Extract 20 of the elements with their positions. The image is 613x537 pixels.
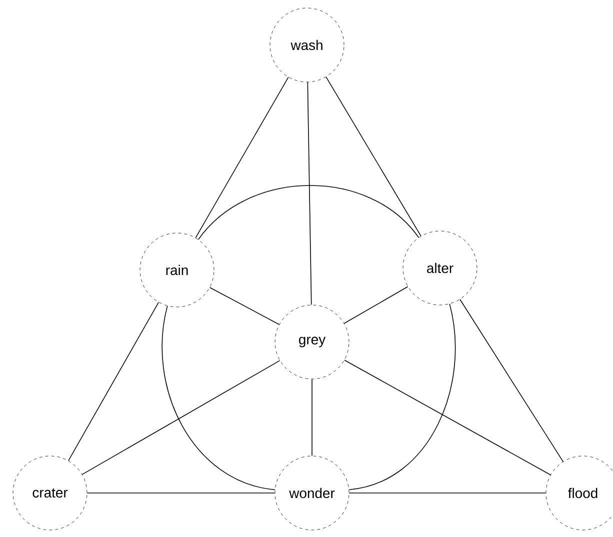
dashed-circle-node: wonder [274, 456, 350, 530]
dashed-circle-node: crater [12, 456, 88, 530]
dashed-circle-node: rain [140, 232, 214, 308]
line [82, 360, 280, 475]
line [326, 76, 422, 236]
line [86, 492, 276, 494]
line [344, 360, 551, 476]
line [460, 298, 564, 462]
dashed-circle-node: grey [274, 304, 350, 380]
dashed-circle-node: alter [402, 230, 478, 306]
line [307, 82, 312, 306]
circle-arc [198, 185, 420, 240]
dashed-circle-node: wash [270, 8, 344, 82]
line [195, 76, 289, 238]
line [68, 302, 159, 462]
line [348, 492, 546, 494]
circle-arc [348, 304, 456, 490]
line [209, 287, 280, 325]
circle-arc [162, 306, 276, 490]
line [344, 286, 408, 324]
